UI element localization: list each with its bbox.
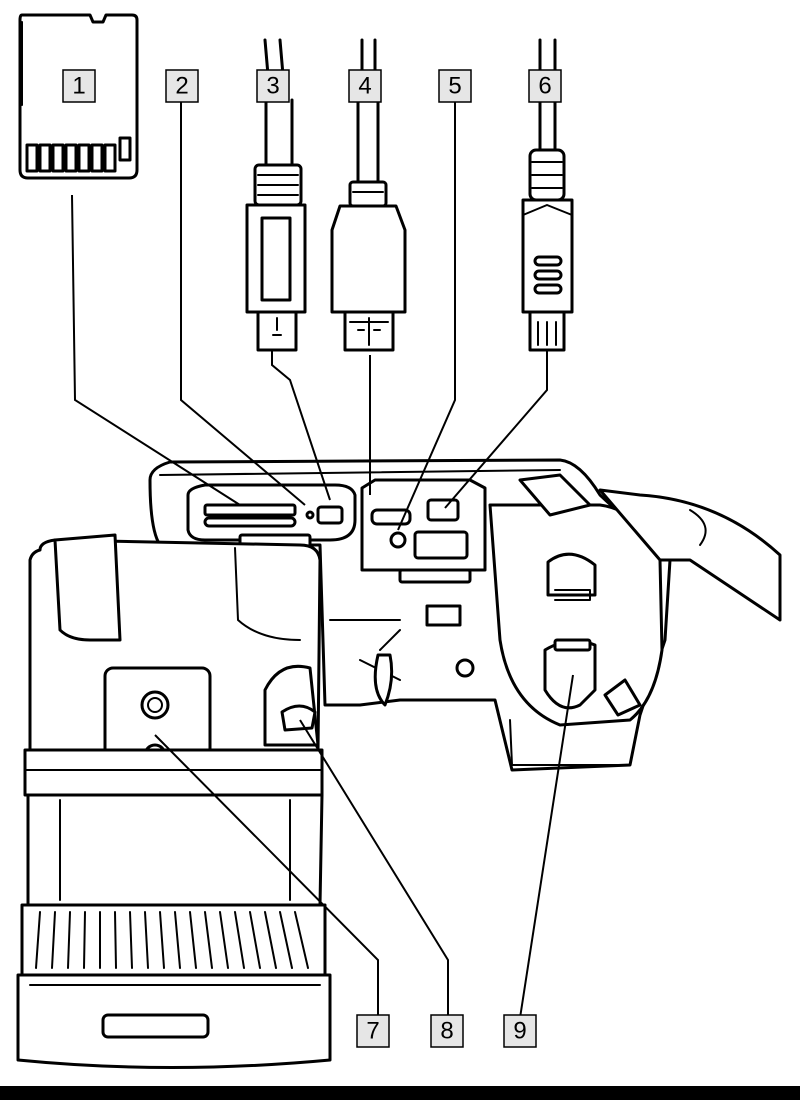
leader-8 xyxy=(299,719,449,1018)
callout-5: 5 xyxy=(438,69,472,103)
power-cable xyxy=(521,38,574,352)
leader-6 xyxy=(444,350,548,509)
leader-5 xyxy=(397,100,456,531)
svg-text:8: 8 xyxy=(440,1018,453,1045)
callout-9: 9 xyxy=(503,1014,537,1048)
camera-body xyxy=(148,458,782,772)
leader-1 xyxy=(71,194,241,506)
callout-labels: 1 2 3 4 5 6 7 8 xyxy=(62,69,562,1048)
svg-text:5: 5 xyxy=(448,73,461,100)
svg-text:4: 4 xyxy=(358,73,371,100)
lens-assembly xyxy=(16,533,332,1069)
callout-8: 8 xyxy=(430,1014,464,1048)
mini-usb-cable xyxy=(245,38,307,352)
callout-3: 3 xyxy=(256,69,290,103)
leader-9 xyxy=(519,674,574,1019)
svg-text:1: 1 xyxy=(72,73,85,100)
svg-text:9: 9 xyxy=(513,1018,526,1045)
hdmi-cable xyxy=(330,38,407,352)
leader-2 xyxy=(180,100,306,506)
focus-ring-ribs xyxy=(35,911,309,969)
leader-7 xyxy=(154,734,379,1018)
svg-text:2: 2 xyxy=(175,73,188,100)
svg-text:7: 7 xyxy=(366,1018,379,1045)
svg-text:3: 3 xyxy=(266,73,279,100)
callout-6: 6 xyxy=(528,69,562,103)
bottom-rule xyxy=(0,1086,800,1100)
sd-card-contacts xyxy=(25,136,132,173)
callout-1: 1 xyxy=(62,69,96,103)
callout-4: 4 xyxy=(348,69,382,103)
svg-text:6: 6 xyxy=(538,73,551,100)
callout-7: 7 xyxy=(356,1014,390,1048)
leader-lines xyxy=(71,100,574,1019)
leader-3 xyxy=(271,350,331,501)
callout-2: 2 xyxy=(165,69,199,103)
